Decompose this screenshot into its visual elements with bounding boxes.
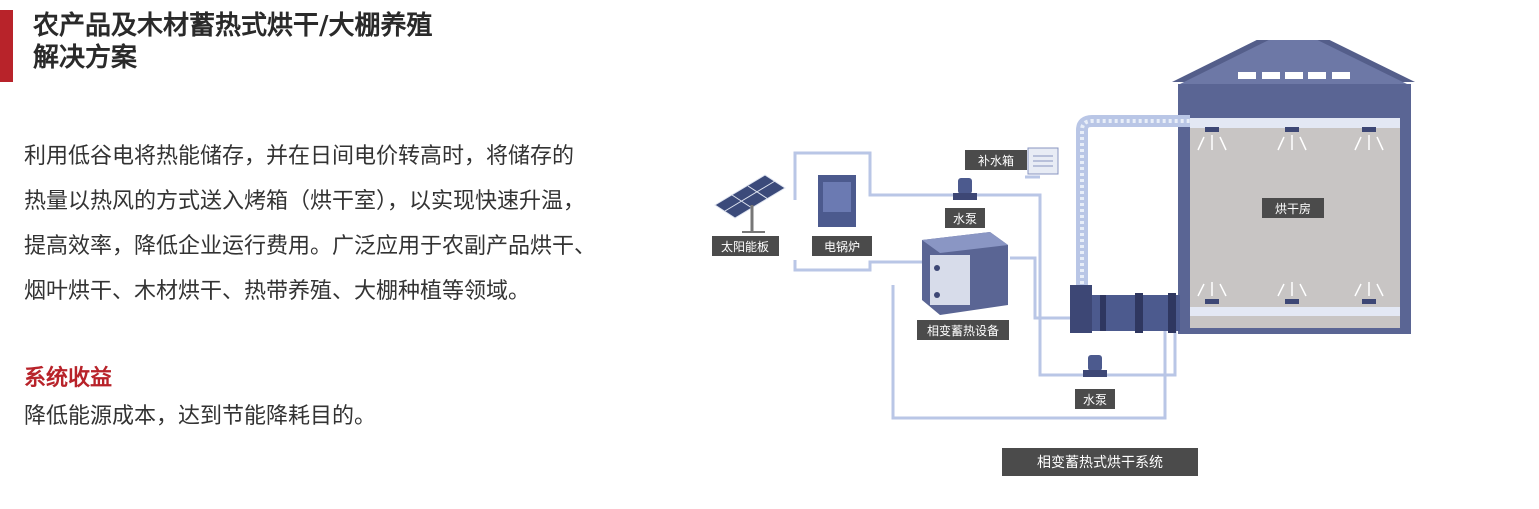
- pump-top-label: 水泵: [953, 212, 977, 226]
- benefits-text: 降低能源成本，达到节能降耗目的。: [24, 404, 377, 429]
- system-caption: 相变蓄热式烘干系统: [1037, 455, 1163, 471]
- title-line-1: 农产品及木材蓄热式烘干/大棚养殖: [33, 11, 433, 41]
- description-line: 提高效率，降低企业运行费用。广泛应用于农副产品烘干、: [24, 234, 597, 259]
- water-tank: [1027, 147, 1059, 175]
- solar-panel-label: 太阳能板: [721, 239, 769, 254]
- pump-top-icon: [953, 178, 977, 200]
- pump-bottom-icon: [1083, 355, 1107, 377]
- description-paragraph: 利用低谷电将热能储存，并在日间电价转高时，将储存的 热量以热风的方式送入烤箱（烘…: [24, 134, 674, 314]
- storage-label: 相变蓄热设备: [927, 323, 999, 338]
- title-accent-bar: [0, 10, 13, 82]
- drying-system-diagram: 太阳能板 电锅炉 补水箱 水泵: [700, 40, 1460, 500]
- description-line: 烟叶烘干、木材烘干、热带养殖、大棚种植等领域。: [24, 279, 531, 304]
- description-line: 利用低谷电将热能储存，并在日间电价转高时，将储存的: [24, 144, 575, 169]
- electric-boiler: [818, 175, 856, 227]
- pump-bottom-label: 水泵: [1083, 393, 1107, 407]
- drying-room-label: 烘干房: [1275, 201, 1311, 216]
- benefits-heading: 系统收益: [24, 366, 113, 391]
- solar-panel: [714, 174, 786, 233]
- drying-building: [1172, 40, 1415, 334]
- water-tank-label: 补水箱: [978, 153, 1014, 168]
- description-line: 热量以热风的方式送入烤箱（烘干室），以实现快速升温，: [24, 189, 586, 214]
- air-duct: [1070, 115, 1190, 333]
- storage-unit: [922, 232, 1008, 315]
- airflow-arrows: [1197, 135, 1384, 297]
- title-line-2: 解决方案: [33, 43, 138, 73]
- page-title: 农产品及木材蓄热式烘干/大棚养殖 解决方案: [33, 10, 433, 74]
- electric-boiler-label: 电锅炉: [824, 239, 860, 254]
